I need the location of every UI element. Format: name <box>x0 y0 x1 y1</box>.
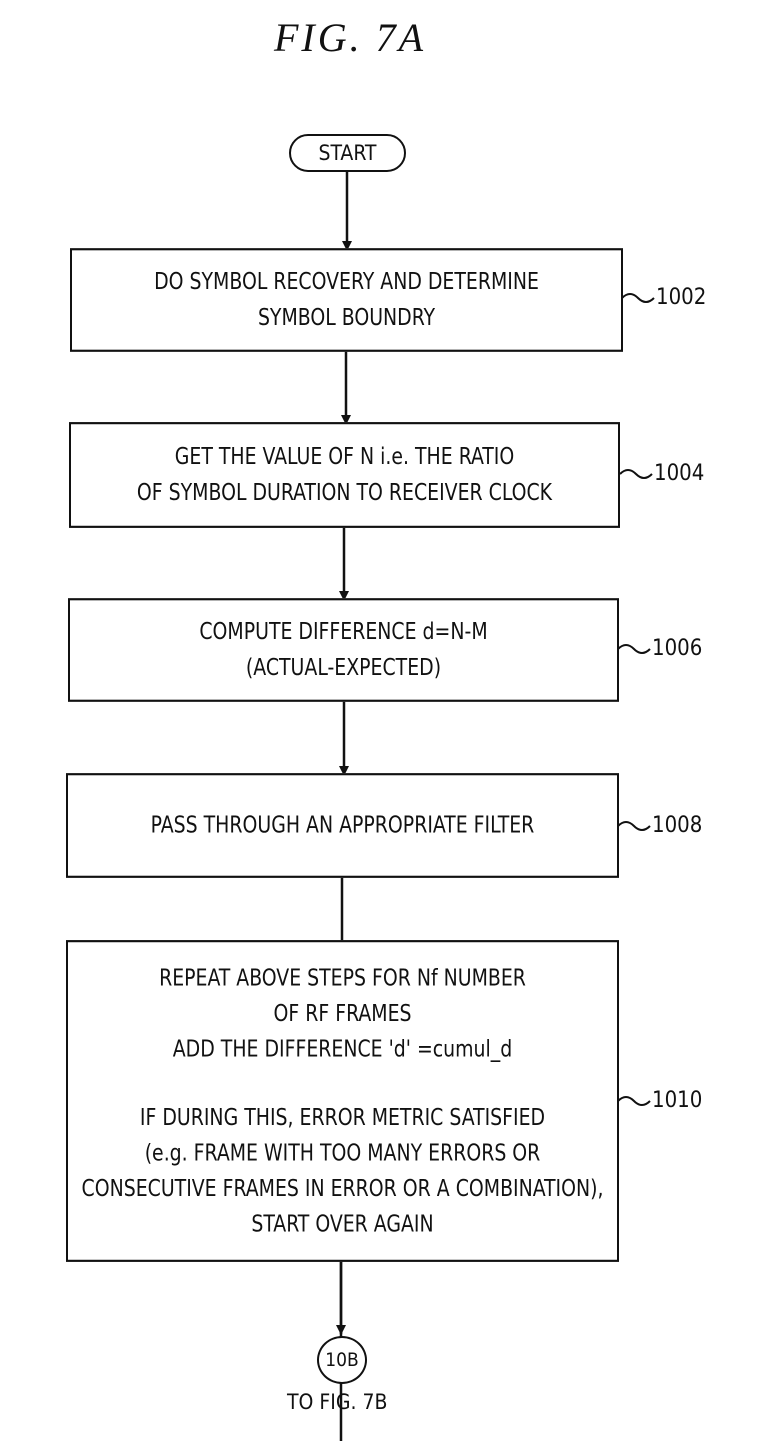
step-text-line: START OVER AGAIN <box>251 1206 433 1242</box>
step-1008-box: PASS THROUGH AN APPROPRIATE FILTER <box>66 773 619 878</box>
step-1004-box: GET THE VALUE OF N i.e. THE RATIO OF SYM… <box>69 422 620 528</box>
step-1002-box: DO SYMBOL RECOVERY AND DETERMINE SYMBOL … <box>70 248 623 352</box>
step-text-line: IF DURING THIS, ERROR METRIC SATISFIED <box>140 1099 545 1135</box>
connector-caption: TO FIG. 7B <box>287 1390 387 1414</box>
step-text-line: SYMBOL BOUNDRY <box>258 300 435 336</box>
step-text-line: (e.g. FRAME WITH TOO MANY ERRORS OR <box>145 1135 541 1171</box>
step-text-line: ADD THE DIFFERENCE 'd' =cumul_d <box>173 1031 512 1067</box>
step-text-line: OF SYMBOL DURATION TO RECEIVER CLOCK <box>137 475 552 511</box>
start-terminal: START <box>289 134 406 172</box>
step-ref-1008: 1008 <box>652 813 702 838</box>
step-1006-box: COMPUTE DIFFERENCE d=N-M (ACTUAL-EXPECTE… <box>68 598 619 702</box>
step-text-line: GET THE VALUE OF N i.e. THE RATIO <box>175 439 515 475</box>
connector-label: 10B <box>325 1349 358 1371</box>
step-text-line: PASS THROUGH AN APPROPRIATE FILTER <box>151 808 535 844</box>
step-text-line: DO SYMBOL RECOVERY AND DETERMINE <box>154 264 539 300</box>
step-text-line: CONSECUTIVE FRAMES IN ERROR OR A COMBINA… <box>82 1171 604 1207</box>
step-ref-1002: 1002 <box>656 285 706 310</box>
step-text-line: OF RF FRAMES <box>273 996 411 1032</box>
step-ref-1004: 1004 <box>654 461 704 486</box>
step-ref-1010: 1010 <box>652 1088 702 1113</box>
leader-1002 <box>622 294 654 302</box>
step-ref-1006: 1006 <box>652 636 702 661</box>
step-text-line: (ACTUAL-EXPECTED) <box>246 650 441 686</box>
start-label: START <box>319 141 377 165</box>
offpage-connector-10B: 10B <box>317 1336 367 1384</box>
step-1010-box: REPEAT ABOVE STEPS FOR Nf NUMBER OF RF F… <box>66 940 619 1262</box>
leader-1006 <box>618 645 650 653</box>
step-text-line: REPEAT ABOVE STEPS FOR Nf NUMBER <box>159 960 526 996</box>
leader-1010 <box>618 1097 650 1105</box>
leader-1004 <box>620 470 652 478</box>
step-text-line: COMPUTE DIFFERENCE d=N-M <box>199 614 487 650</box>
leader-1008 <box>618 822 650 830</box>
